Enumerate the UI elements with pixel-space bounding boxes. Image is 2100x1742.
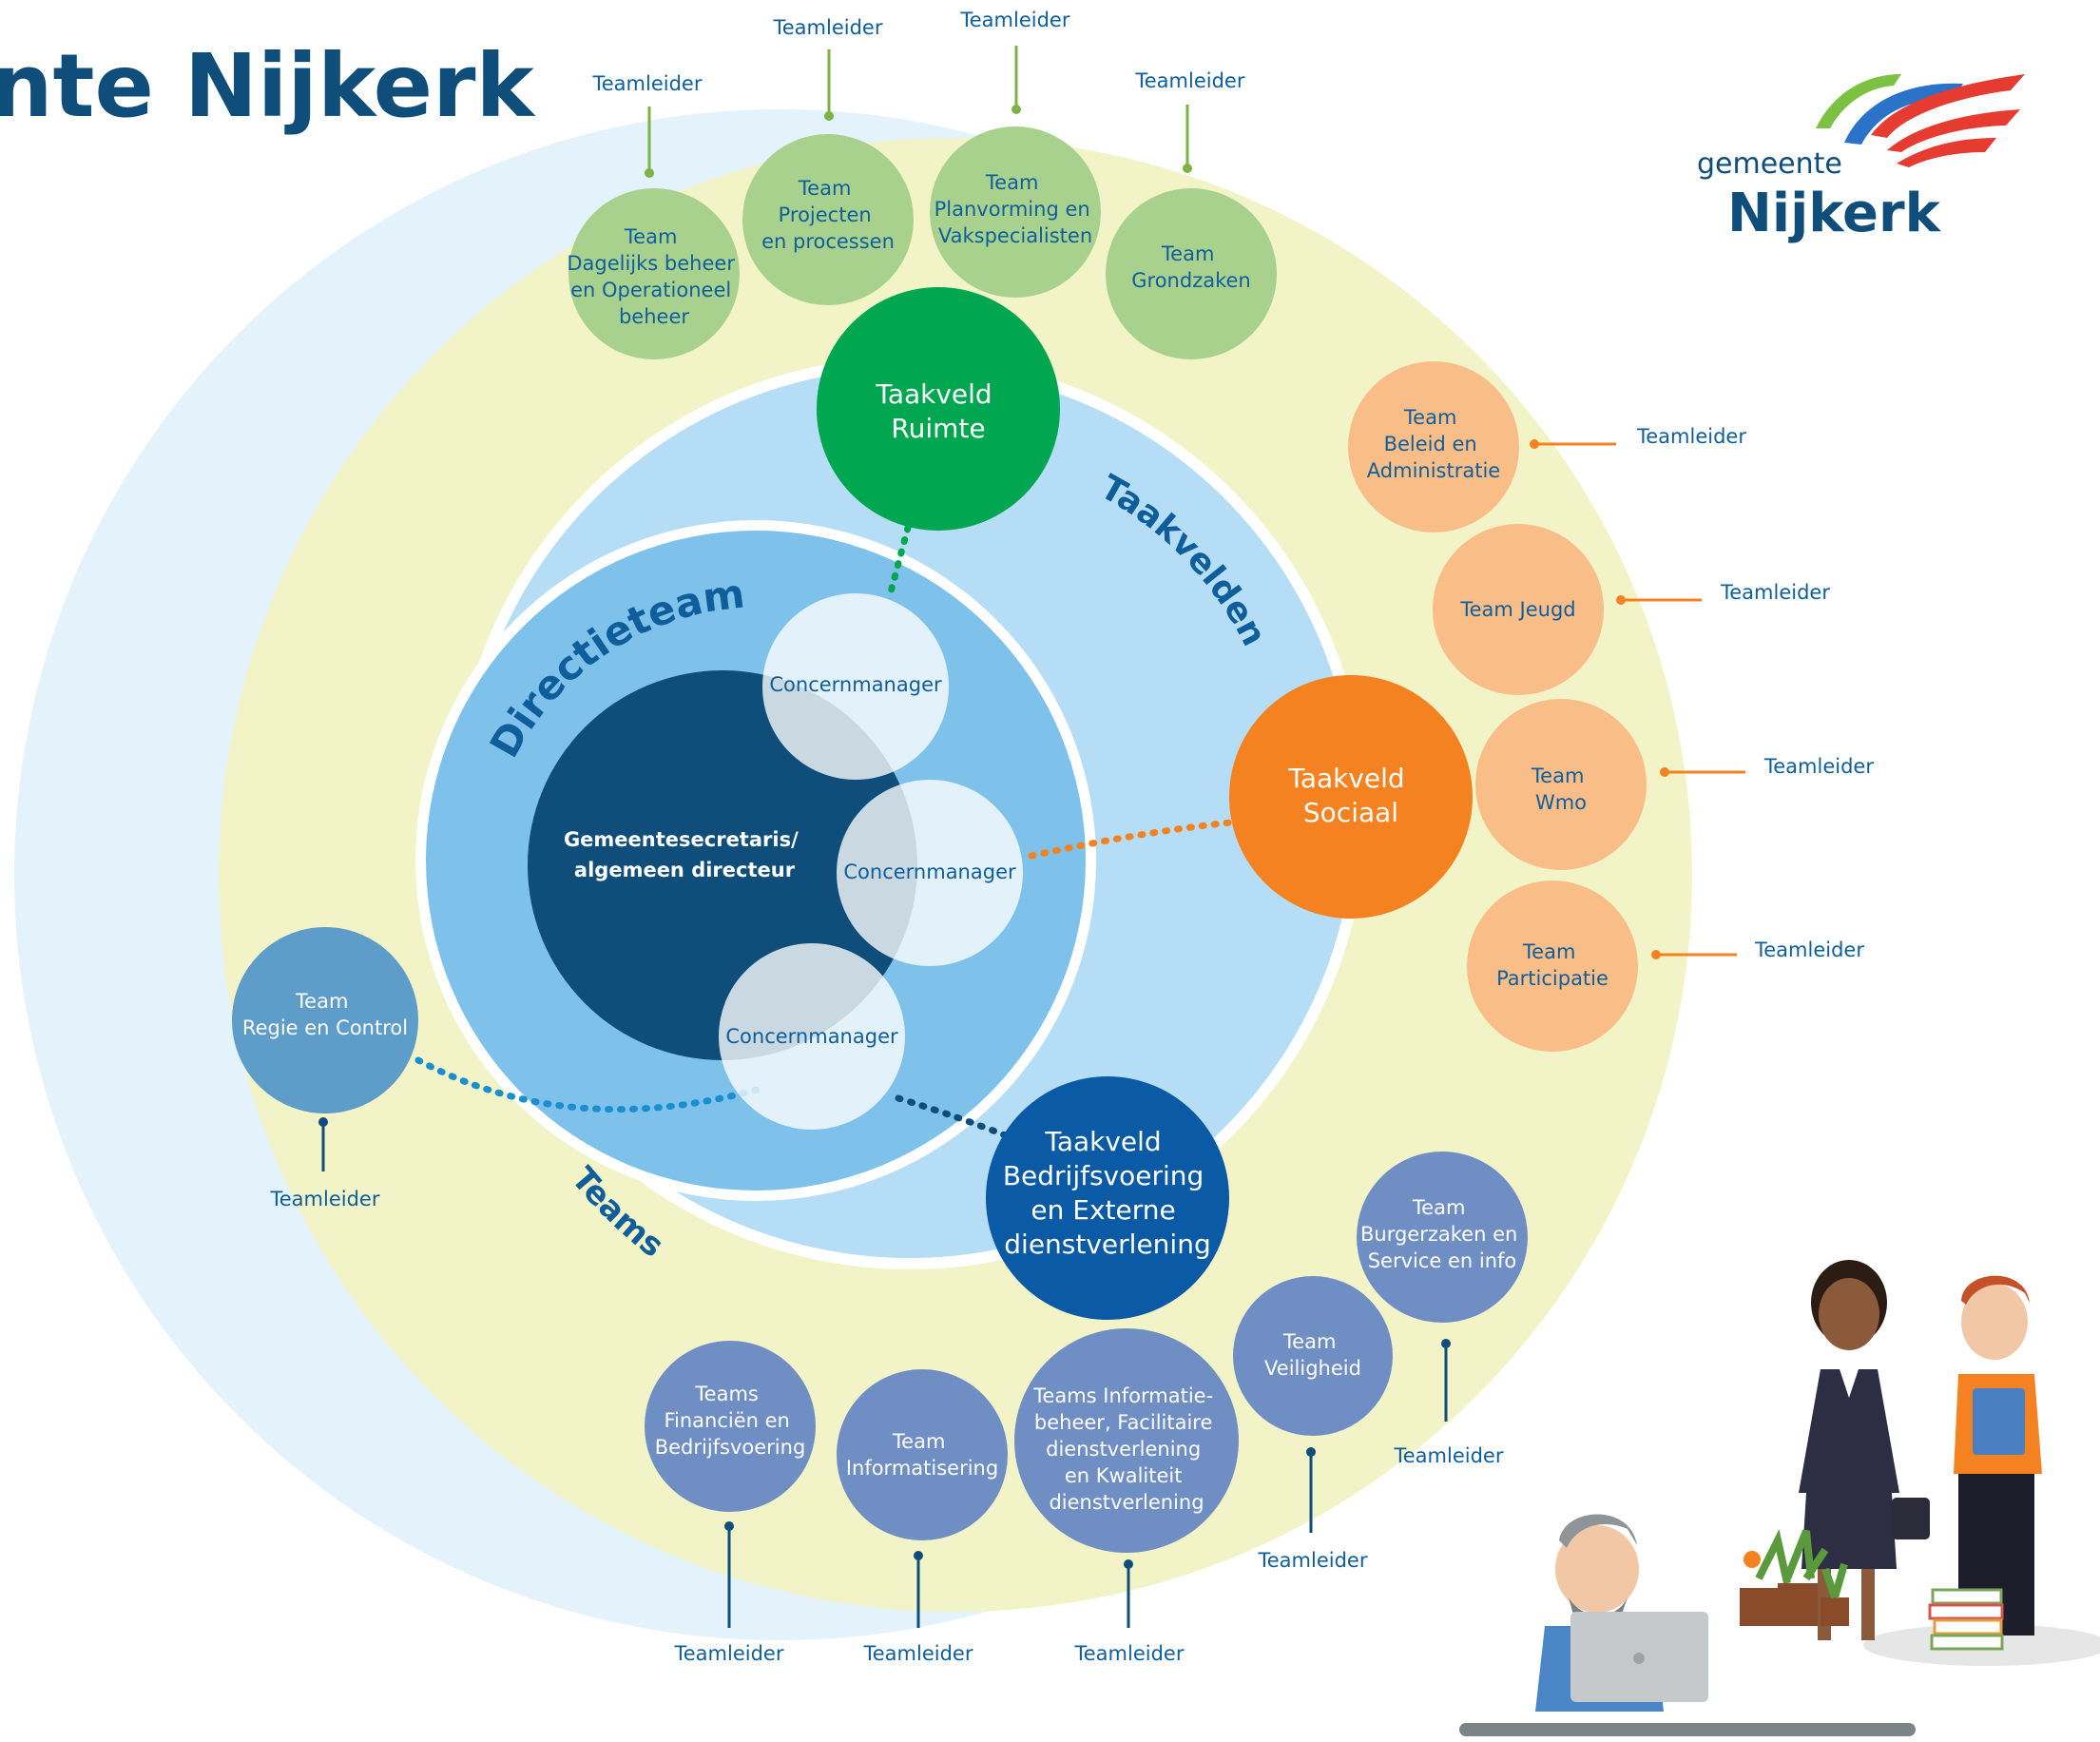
team-grondzaken[interactable]: Team Grondzaken Teamleider xyxy=(1106,69,1277,359)
team-dagelijks-beheer-leader: Teamleider xyxy=(592,72,703,95)
office-illustration xyxy=(1459,1260,2100,1736)
connector-regie xyxy=(414,1056,764,1113)
connector-sociaal xyxy=(1028,819,1235,860)
team-jeugd-label: Team Jeugd xyxy=(1459,598,1575,621)
team-projecten[interactable]: Team Projecten en processen Teamleider xyxy=(742,16,914,305)
concernmanager-1: Concernmanager xyxy=(762,593,949,780)
team-burgerzaken-leader: Teamleider xyxy=(1394,1444,1504,1467)
standing-man-figure xyxy=(1954,1275,2042,1636)
team-grondzaken-connector-dot xyxy=(1183,164,1192,173)
team-participatie-leader: Teamleider xyxy=(1754,939,1864,961)
team-informatiebeheer[interactable]: Teams Informatie- beheer, Facilitaire di… xyxy=(1014,1328,1239,1665)
team-dagelijks-beheer-connector-dot xyxy=(645,168,654,178)
concernmanager-3: Concernmanager xyxy=(719,943,905,1130)
taakveld-ruimte-label: Taakveld Ruimte xyxy=(875,378,1000,444)
team-beleid[interactable]: Team Beleid en Administratie Teamleider xyxy=(1348,361,1746,532)
team-regie-leader: Teamleider xyxy=(270,1188,380,1210)
team-informatisering-leader: Teamleider xyxy=(863,1642,973,1665)
desk xyxy=(1459,1723,1916,1736)
seated-man-figure xyxy=(1535,1514,1708,1712)
concernmanager-3-label: Concernmanager xyxy=(725,1025,898,1048)
team-wmo-leader: Teamleider xyxy=(1763,755,1874,778)
team-informatisering-label: Team Informatisering xyxy=(846,1430,998,1480)
team-regie-label: Team Regie en Control xyxy=(242,990,408,1039)
team-financien[interactable]: Teams Financiën en Bedrijfsvoering Teaml… xyxy=(645,1341,816,1665)
team-veiligheid[interactable]: Team Veiligheid Teamleider xyxy=(1233,1276,1393,1572)
concernmanager-2-label: Concernmanager xyxy=(843,861,1016,883)
team-dagelijks-beheer[interactable]: Team Dagelijks beheer en Operationeel be… xyxy=(567,72,741,359)
taakveld-bedrijfsvoering-label: Taakveld Bedrijfsvoering en Externe dien… xyxy=(1003,1126,1212,1260)
team-projecten-connector-dot xyxy=(824,111,834,121)
team-projecten-leader: Teamleider xyxy=(773,16,883,39)
team-projecten-label: Team Projecten en processen xyxy=(761,177,895,253)
woman-figure xyxy=(1799,1260,1930,1640)
team-planvorming-connector-dot xyxy=(1011,105,1021,114)
team-informatiebeheer-connector-dot xyxy=(1124,1559,1133,1569)
team-wmo-connector-dot xyxy=(1660,767,1669,777)
team-financien-connector-dot xyxy=(724,1521,734,1531)
logo-swoosh-green xyxy=(1816,74,1901,128)
team-dagelijks-beheer-label: Team Dagelijks beheer en Operationeel be… xyxy=(567,225,741,328)
team-participatie-label: Team Participatie xyxy=(1496,940,1609,990)
team-participatie[interactable]: Team Participatie Teamleider xyxy=(1467,881,1864,1052)
team-beleid-leader: Teamleider xyxy=(1636,425,1746,448)
concernmanager-2: Concernmanager xyxy=(837,780,1023,966)
team-participatie-connector-dot xyxy=(1651,950,1661,959)
header-title: nte Nijkerk xyxy=(0,35,535,137)
team-beleid-connector-dot xyxy=(1530,439,1539,449)
team-burgerzaken-connector-dot xyxy=(1441,1339,1451,1348)
taakveld-sociaal-label: Taakveld Sociaal xyxy=(1287,763,1413,828)
book-stack xyxy=(1928,1588,2004,1651)
logo-swoosh-red-1 xyxy=(1871,74,2025,138)
team-informatiebeheer-label: Teams Informatie- beheer, Facilitaire di… xyxy=(1032,1384,1220,1514)
logo-swoosh-red-3 xyxy=(1897,138,1996,167)
taakveld-sociaal[interactable]: Taakveld Sociaal xyxy=(1229,675,1473,919)
team-informatiebeheer-leader: Teamleider xyxy=(1074,1642,1185,1665)
team-wmo[interactable]: Team Wmo Teamleider xyxy=(1475,699,1874,870)
connector-bedrijfsvoering xyxy=(895,1094,1011,1140)
team-veiligheid-connector-dot xyxy=(1306,1447,1316,1457)
team-veiligheid-label: Team Veiligheid xyxy=(1264,1330,1361,1380)
team-planvorming[interactable]: Team Planvorming en Vakspecialisten Team… xyxy=(930,9,1101,298)
team-jeugd-leader: Teamleider xyxy=(1720,581,1830,604)
team-jeugd[interactable]: Team Jeugd Teamleider xyxy=(1433,524,1830,695)
director-label: Gemeentesecretaris/ algemeen directeur xyxy=(564,828,805,881)
concernmanager-1-label: Concernmanager xyxy=(769,673,942,696)
taakveld-bedrijfsvoering[interactable]: Taakveld Bedrijfsvoering en Externe dien… xyxy=(986,1076,1229,1320)
plants xyxy=(1740,1529,1849,1626)
team-veiligheid-leader: Teamleider xyxy=(1258,1549,1368,1572)
team-beleid-label: Team Beleid en Administratie xyxy=(1367,406,1500,482)
logo-nijkerk: Nijkerk xyxy=(1727,183,1942,244)
logo-swoosh-red-2 xyxy=(1887,109,2020,152)
team-burgerzaken[interactable]: Team Burgerzaken en Service en info Team… xyxy=(1357,1152,1528,1467)
gemeente-nijkerk-logo: gemeente Nijkerk xyxy=(1697,74,2025,244)
team-planvorming-leader: Teamleider xyxy=(960,9,1070,31)
team-wmo-label: Team Wmo xyxy=(1531,765,1590,814)
team-grondzaken-leader: Teamleider xyxy=(1135,69,1245,92)
team-grondzaken-label: Team Grondzaken xyxy=(1131,242,1250,292)
team-jeugd-connector-dot xyxy=(1616,595,1626,605)
team-regie-en-control[interactable]: Team Regie en Control Teamleider xyxy=(232,927,418,1210)
logo-gemeente: gemeente xyxy=(1697,147,1842,181)
team-burgerzaken-label: Team Burgerzaken en Service en info xyxy=(1360,1196,1524,1272)
team-financien-label: Teams Financiën en Bedrijfsvoering xyxy=(655,1383,806,1459)
team-informatisering[interactable]: Team Informatisering Teamleider xyxy=(837,1369,1008,1665)
team-informatisering-connector-dot xyxy=(914,1551,923,1560)
connector-ruimte xyxy=(885,524,912,603)
team-financien-leader: Teamleider xyxy=(674,1642,784,1665)
taakveld-ruimte[interactable]: Taakveld Ruimte xyxy=(817,287,1060,531)
team-planvorming-label: Team Planvorming en Vakspecialisten xyxy=(934,171,1097,247)
team-regie-connector-dot xyxy=(318,1117,328,1127)
